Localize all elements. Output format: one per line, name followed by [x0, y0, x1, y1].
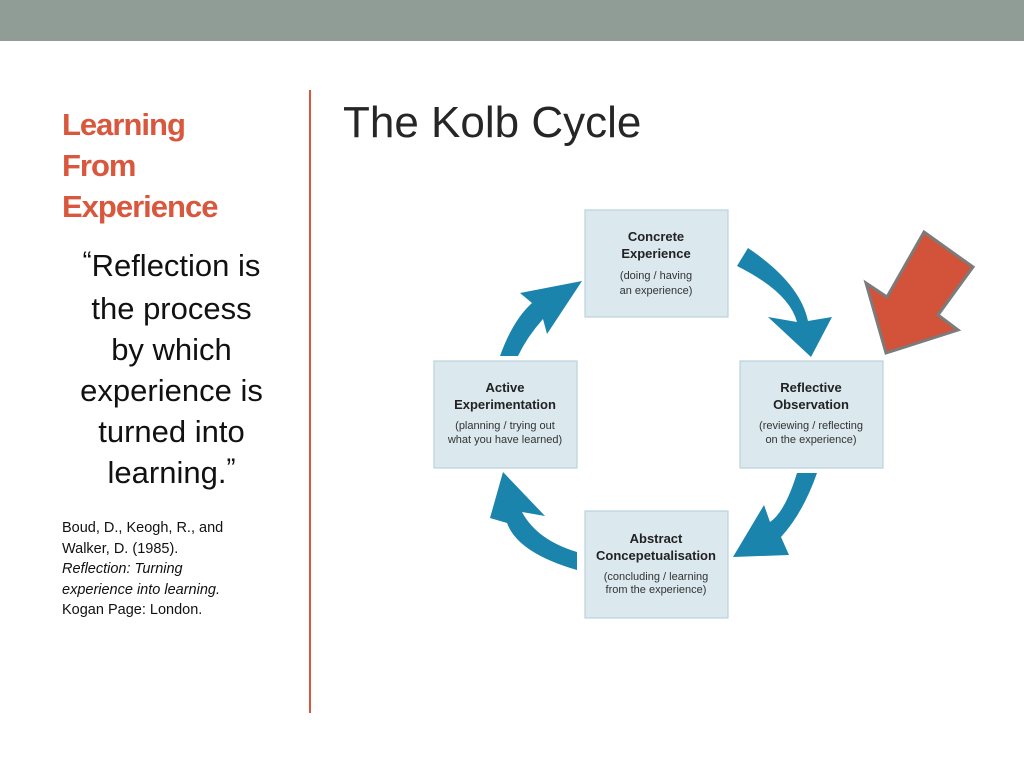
top-banner	[0, 0, 1024, 41]
stage-title: Experience	[621, 246, 690, 261]
stage-description: (concluding / learning	[604, 571, 709, 583]
stage-title: Abstract	[630, 531, 683, 546]
stage-description: (planning / trying out	[455, 420, 555, 432]
sidebar-title: Learning From Experience	[62, 104, 292, 227]
stage-title: Reflective	[780, 380, 841, 395]
stage-title: Experimentation	[454, 397, 556, 412]
quote-line: experience is	[80, 373, 263, 408]
reference-book-title: Reflection: Turning	[62, 561, 183, 577]
open-quote-mark: “	[82, 246, 92, 276]
reference-authors-year: Walker, D. (1985).	[62, 540, 179, 557]
stage-title: Active	[485, 380, 524, 395]
sidebar-title-line: From	[62, 148, 137, 183]
stage-concrete-experience: Concrete Experience (doing / having an e…	[584, 209, 729, 318]
reference-publisher: Kogan Page: London.	[62, 602, 203, 618]
stage-description: from the experience)	[606, 584, 707, 596]
close-quote-mark: ”	[226, 453, 236, 483]
quote-line: “Reflection is	[82, 246, 261, 283]
cycle-arrow-abstract-to-active	[490, 472, 577, 570]
stage-title: Concrete	[628, 229, 684, 244]
reflection-quote: “Reflection is the process by which expe…	[50, 245, 293, 495]
cycle-arrow-active-to-concrete	[500, 281, 582, 356]
sidebar-title-line: Learning	[62, 107, 186, 142]
stage-description: what you have learned)	[447, 434, 562, 446]
stage-title: Concepetualisation	[596, 548, 716, 563]
cycle-arrow-concrete-to-reflective	[737, 248, 832, 357]
slide-title: The Kolb Cycle	[343, 98, 642, 147]
stage-description: (reviewing / reflecting	[759, 420, 863, 432]
stage-description: (doing / having	[620, 270, 692, 282]
reference-citation: Boud, D., Keogh, R., and Walker, D. (198…	[62, 518, 277, 621]
stage-abstract-conceptualisation: Abstract Concepetualisation (concluding …	[584, 510, 729, 619]
stage-reflective-observation: Reflective Observation (reviewing / refl…	[739, 360, 884, 469]
stage-description: on the experience)	[765, 434, 856, 446]
stage-active-experimentation: Active Experimentation (planning / tryin…	[433, 360, 578, 469]
quote-line: learning.”	[107, 453, 236, 490]
sidebar-title-line: Experience	[62, 189, 218, 224]
reference-authors: Boud, D., Keogh, R., and	[62, 520, 224, 536]
quote-line: the process	[91, 291, 252, 326]
stage-description: an experience)	[620, 285, 693, 297]
red-pointer-arrow-icon	[863, 229, 976, 355]
reference-book-title: experience into learning.	[62, 581, 220, 598]
quote-line: by which	[111, 332, 232, 367]
vertical-divider	[309, 90, 311, 713]
stage-title: Observation	[773, 397, 849, 412]
cycle-arrow-reflective-to-abstract	[733, 473, 817, 557]
quote-line: turned into	[98, 414, 245, 449]
